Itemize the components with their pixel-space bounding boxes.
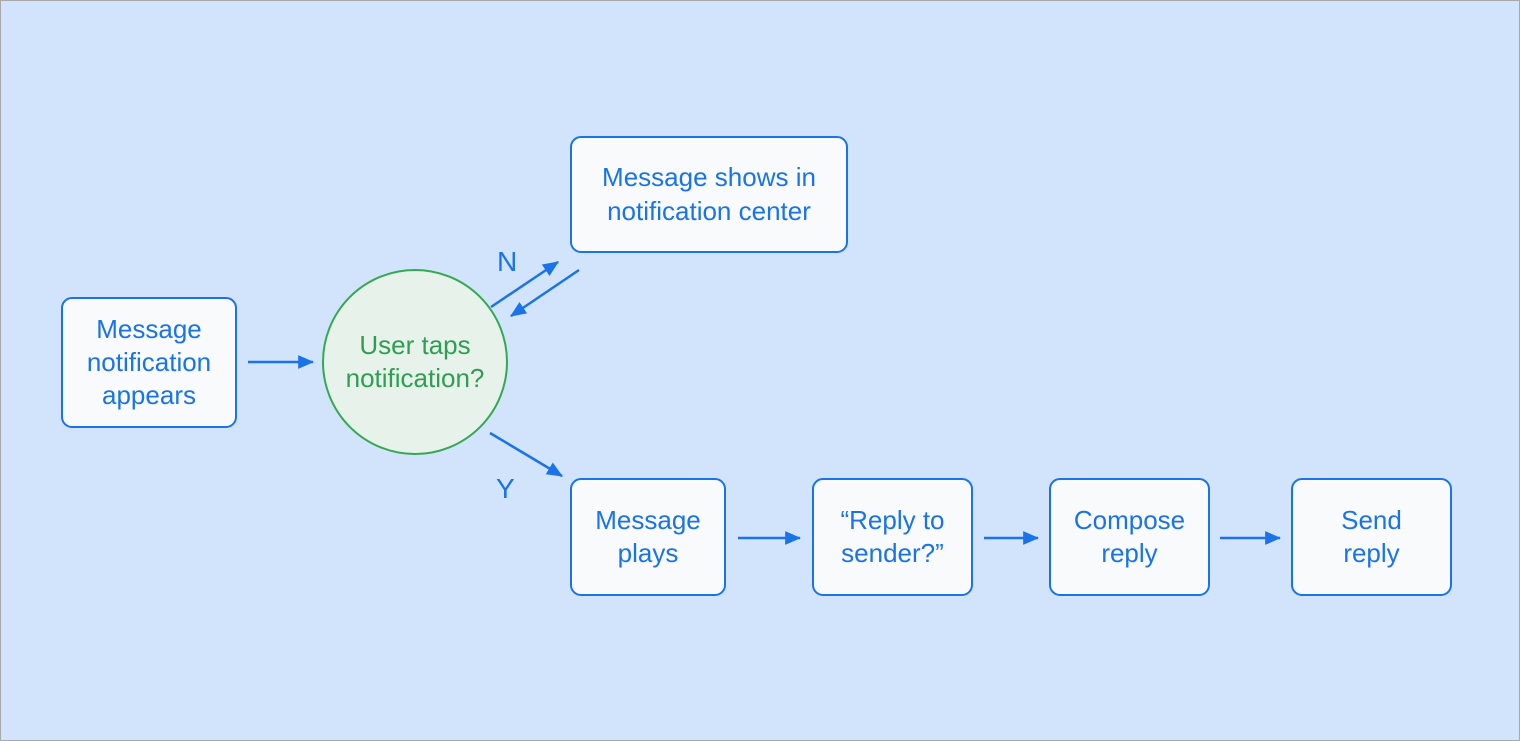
edge-label-yes: Y xyxy=(496,473,515,504)
edge-center-return-to-decision xyxy=(510,268,580,318)
node-user-taps-notification-decision: User taps notification? xyxy=(322,269,508,455)
edge-label-no: N xyxy=(497,246,518,277)
node-send-reply: Send reply xyxy=(1291,478,1452,596)
node-compose-reply: Compose reply xyxy=(1049,478,1210,596)
node-reply-to-sender: “Reply to sender?” xyxy=(812,478,973,596)
node-message-notification-appears: Message notification appears xyxy=(61,297,237,428)
node-message-plays: Message plays xyxy=(570,478,726,596)
node-message-shows-in-notification-center: Message shows in notification center xyxy=(570,136,848,253)
edge-decision-yes-to-plays xyxy=(489,431,563,478)
